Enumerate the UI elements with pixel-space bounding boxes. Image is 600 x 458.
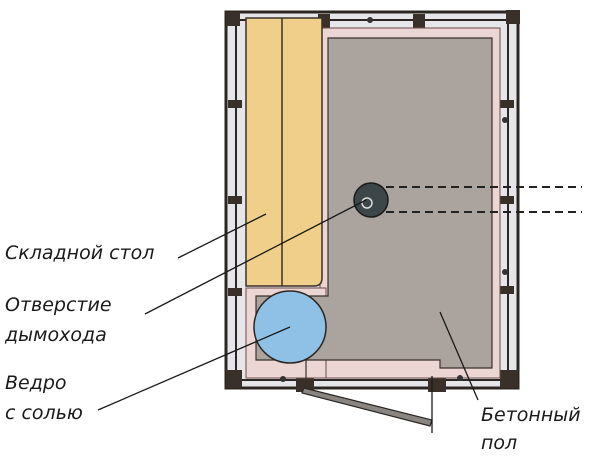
door bbox=[301, 387, 433, 427]
label-bucket-line1: Ведро bbox=[5, 372, 67, 394]
label-chimney-line2: дымохода bbox=[5, 324, 107, 346]
leader-lines bbox=[97, 199, 479, 433]
label-floor-line1: Бетонный bbox=[481, 404, 581, 426]
chimney-inner bbox=[361, 197, 373, 209]
label-chimney-line1: Отверстие bbox=[5, 294, 112, 316]
label-floor-line2: пол bbox=[481, 432, 518, 454]
folding-table bbox=[245, 17, 323, 287]
label-folding-table: Складной стол bbox=[5, 242, 155, 264]
label-bucket-line2: с солью bbox=[5, 402, 83, 424]
bolt-icons bbox=[280, 17, 508, 382]
